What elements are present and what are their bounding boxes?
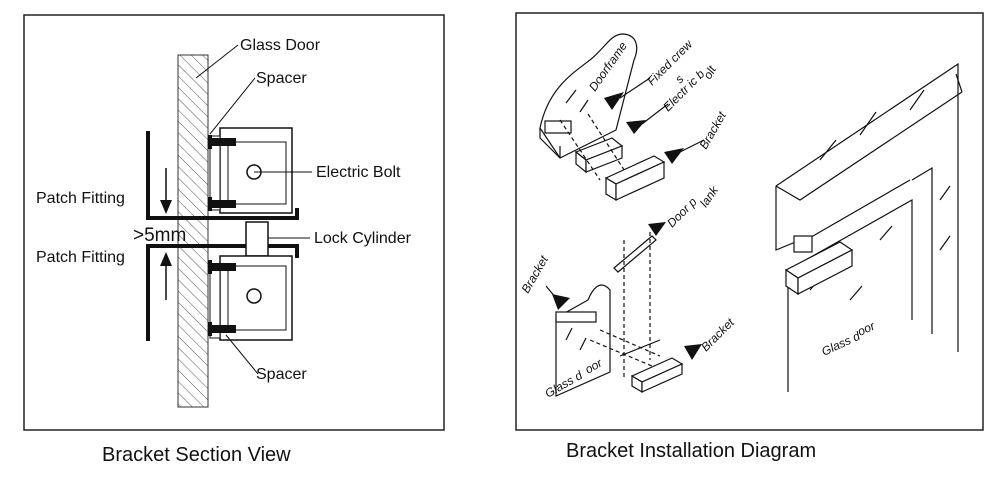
left-panel-frame [23,14,445,431]
patch-fitting-top [146,131,299,220]
label-electric-bolt: Electric Bolt [316,164,401,181]
arrow-fixed-screws [604,92,624,110]
arrow-up-icon [160,252,172,266]
glass-door-hatch [177,54,209,408]
arrow-door-plank [648,222,666,236]
label-gap: >5mm [133,225,186,246]
label-spacer-bottom: Spacer [256,366,307,383]
label-glass-door-large-1: Glass d [819,329,862,359]
label-lock-cylinder: Lock Cylinder [314,230,412,247]
caption-installation-diagram: Bracket Installation Diagram [566,440,817,462]
label-spacer-top: Spacer [256,70,307,87]
caption-section-view: Bracket Section View [102,444,291,466]
label-bracket-top: Bracket [696,109,729,152]
patch-fitting-bottom [146,244,299,341]
screw-bottom-2 [210,325,236,333]
label-door-plank-2: lank [697,183,722,210]
label-bracket-left: Bracket [518,253,551,296]
label-patch-fitting-bottom: Patch Fitting [36,249,125,266]
screw-top-2 [210,200,236,208]
installation-drawing [539,33,963,397]
arrow-bracket-right [684,344,702,360]
screw-bottom-1 [210,263,236,271]
arrow-down-icon [160,200,172,214]
label-patch-fitting-top: Patch Fitting [36,190,125,207]
lock-cylinder [245,221,269,257]
label-bracket-right: Bracket [698,315,737,354]
section-view-drawing [146,44,312,408]
arrow-electric-bolt [626,120,646,134]
label-door-plank-1: Door p [664,195,700,231]
bolt-hole-bottom [246,288,262,304]
screw-top-1 [210,138,236,146]
large-doorframe [775,62,959,352]
arrow-bracket-left [552,294,570,310]
glass-door-large [787,198,913,392]
right-panel-frame [515,12,984,431]
label-glass-door: Glass Door [240,37,321,54]
arrow-bracket-top [664,148,684,164]
